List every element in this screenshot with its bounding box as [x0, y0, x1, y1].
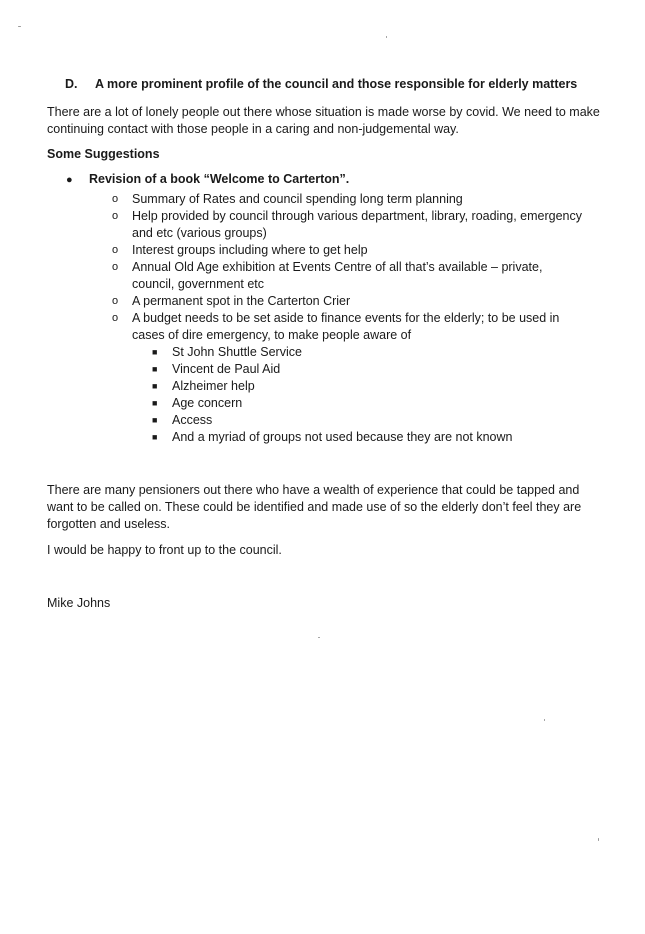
bullet-square-icon: ■	[152, 364, 158, 374]
scan-speck	[386, 36, 387, 38]
closing-paragraph: I would be happy to front up to the coun…	[47, 543, 282, 557]
sub-sub-list-item-text: Access	[172, 413, 213, 427]
sub-sub-list-item-text: And a myriad of groups not used because …	[172, 430, 513, 444]
scan-speck	[318, 637, 320, 638]
sub-list-item-text: A permanent spot in the Carterton Crier	[132, 294, 351, 308]
sub-list-item: o Summary of Rates and council spending …	[112, 191, 582, 208]
sub-list-item: o Annual Old Age exhibition at Events Ce…	[112, 259, 582, 293]
bullet-square-icon: ■	[152, 432, 158, 442]
sub-sub-list-item-text: Vincent de Paul Aid	[172, 362, 281, 376]
bullet-square-icon: ■	[152, 381, 158, 391]
scan-speck	[18, 26, 21, 27]
section-heading: D. A more prominent profile of the counci…	[65, 77, 577, 91]
bullet-circle-icon: o	[112, 193, 119, 205]
intro-paragraph: There are a lot of lonely people out the…	[47, 105, 600, 136]
section-letter: D.	[65, 77, 78, 91]
sub-sub-list-item: ■ St John Shuttle Service	[152, 344, 302, 361]
sub-list-item-text: Interest groups including where to get h…	[132, 243, 368, 257]
sub-sub-list-item: ■ Age concern	[152, 395, 242, 412]
main-bullet-text: Revision of a book “Welcome to Carterton…	[89, 172, 350, 186]
sub-sub-list-item-text: Alzheimer help	[172, 379, 255, 393]
section-title: A more prominent profile of the council …	[95, 77, 578, 91]
sub-list-item-text: Help provided by council through various…	[132, 209, 583, 240]
sub-sub-list-item-text: St John Shuttle Service	[172, 345, 302, 359]
suggestions-title: Some Suggestions	[47, 147, 160, 161]
bullet-circle-icon: o	[112, 261, 119, 273]
bullet-circle-icon: o	[112, 295, 119, 307]
sub-sub-list-item: ■ And a myriad of groups not used because…	[152, 429, 513, 446]
sub-list-item-text: Annual Old Age exhibition at Events Cent…	[132, 260, 543, 291]
bullet-circle-icon: o	[112, 244, 119, 256]
sub-sub-list-item: ■ Alzheimer help	[152, 378, 255, 395]
bullet-square-icon: ■	[152, 415, 158, 425]
sub-list-item: o A budget needs to be set aside to fina…	[112, 310, 582, 344]
signature-name: Mike Johns	[47, 596, 111, 610]
sub-list-item-text: Summary of Rates and council spending lo…	[132, 192, 463, 206]
pensioners-paragraph: There are many pensioners out there who …	[47, 483, 582, 531]
scan-speck	[544, 719, 545, 721]
bullet-square-icon: ■	[152, 398, 158, 408]
sub-sub-list-item: ■ Access	[152, 412, 212, 429]
scan-speck	[598, 838, 599, 841]
sub-list-item: o Help provided by council through vario…	[112, 208, 582, 242]
bullet-dot-icon: ●	[66, 174, 73, 186]
sub-list-item: o A permanent spot in the Carterton Crie…	[112, 293, 582, 310]
bullet-circle-icon: o	[112, 312, 119, 324]
sub-list-item-text: A budget needs to be set aside to financ…	[132, 311, 560, 342]
bullet-circle-icon: o	[112, 210, 119, 222]
sub-sub-list-item: ■ Vincent de Paul Aid	[152, 361, 280, 378]
bullet-square-icon: ■	[152, 347, 158, 357]
main-bullet-item: ● Revision of a book “Welcome to Carterto…	[66, 172, 349, 186]
sub-list-item: o Interest groups including where to get…	[112, 242, 582, 259]
sub-sub-list-item-text: Age concern	[172, 396, 243, 410]
